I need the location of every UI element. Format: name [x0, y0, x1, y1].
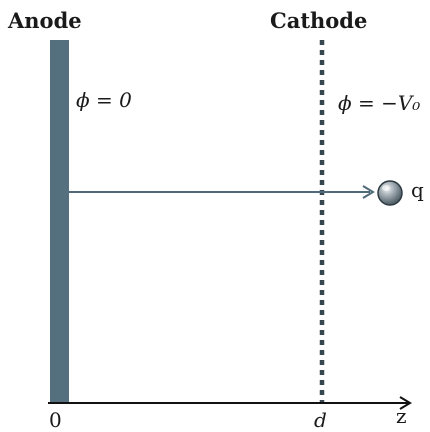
anode-plate: [50, 40, 69, 403]
anode-potential-label: ϕ = 0: [76, 88, 132, 112]
anode-label: Anode: [8, 8, 82, 33]
distance-label: d: [314, 408, 327, 432]
axis-label: z: [396, 404, 407, 428]
origin-label: 0: [49, 408, 62, 432]
arrow-right-icon: [399, 396, 412, 410]
trajectory-arrowhead-icon: [362, 185, 375, 199]
charge-label: q: [411, 178, 424, 202]
sphere-icon: [377, 180, 403, 206]
cathode-label: Cathode: [270, 8, 368, 33]
cathode-potential-label: ϕ = −V₀: [338, 91, 421, 115]
